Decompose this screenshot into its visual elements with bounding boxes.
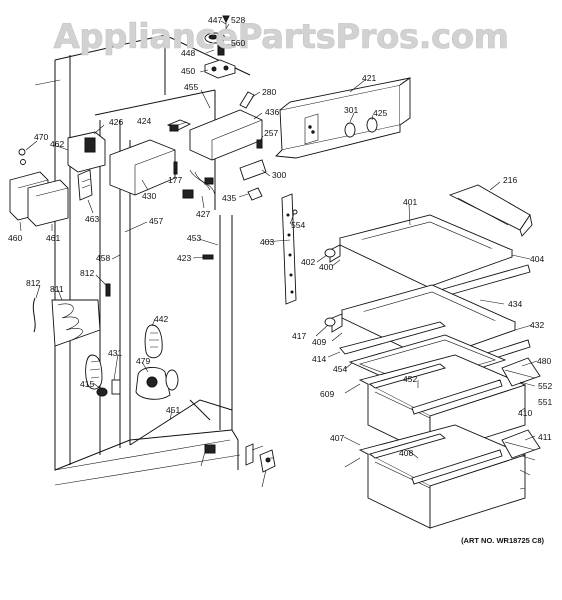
callout: 460 — [8, 233, 22, 243]
callout: 452 — [403, 374, 417, 384]
control-housing-436 — [166, 109, 263, 161]
callout: 435 — [222, 193, 236, 203]
callout: 424 — [137, 116, 151, 126]
callout: 448 — [181, 48, 195, 58]
callout: 408 — [399, 448, 413, 458]
callout: 470 — [34, 132, 48, 142]
shelf-216-bin — [448, 184, 533, 237]
callout: 609 — [320, 389, 334, 399]
callout: 560 — [231, 38, 245, 48]
part-280 — [239, 91, 255, 109]
callout: 423 — [177, 253, 191, 263]
callout: 462 — [50, 139, 64, 149]
callout: 434 — [508, 299, 522, 309]
callout: 458 — [96, 253, 110, 263]
callout: 554 — [291, 220, 305, 230]
callout: 407 — [330, 433, 344, 443]
callout: 528 — [231, 15, 245, 25]
callout: 551 — [538, 397, 552, 407]
callout: 410 — [518, 408, 532, 418]
light-and-fan-parts — [85, 324, 179, 400]
top-hinge-parts — [204, 15, 236, 79]
callout: 812 — [80, 268, 94, 278]
watermark: AppliancePartsPros.com — [53, 17, 508, 57]
callout: 454 — [333, 364, 347, 374]
case-liner — [34, 34, 251, 486]
callout: 402 — [301, 257, 315, 267]
callout: 216 — [503, 175, 517, 185]
callout: 415 — [80, 379, 94, 389]
callout: 436 — [265, 107, 279, 117]
callout: 430 — [142, 191, 156, 201]
callout: 300 — [272, 170, 286, 180]
callout: 811 — [50, 284, 64, 294]
callout: 403 — [260, 237, 274, 247]
callout: 257 — [264, 128, 278, 138]
callout: 411 — [538, 432, 552, 442]
callout: 409 — [312, 337, 326, 347]
callout: 427 — [196, 209, 210, 219]
callout: 480 — [537, 356, 551, 366]
callout: 455 — [184, 82, 198, 92]
callout: 450 — [181, 66, 195, 76]
art-number: (ART NO. WR18725 C8) — [461, 536, 544, 545]
lower-drawer-408 — [358, 424, 541, 529]
callout: 442 — [154, 314, 168, 324]
control-cover-421 — [275, 77, 411, 159]
callout: 451 — [166, 405, 180, 415]
leader-lines — [19, 20, 538, 490]
callout: 461 — [46, 233, 60, 243]
callout: 463 — [85, 214, 99, 224]
callout: 404 — [530, 254, 544, 264]
callout-labels: 447 528 560 448 450 455 280 421 424 436 … — [8, 15, 552, 458]
callout: 280 — [262, 87, 276, 97]
callout: 453 — [187, 233, 201, 243]
callout: 414 — [312, 354, 326, 364]
wiring-parts — [173, 139, 267, 201]
callout: 421 — [362, 73, 376, 83]
heater-811 — [32, 283, 111, 347]
callout: 177 — [168, 175, 182, 185]
callout: 447 — [208, 15, 222, 25]
callout: 417 — [292, 331, 306, 341]
callout: 479 — [136, 356, 150, 366]
callout: 301 — [344, 105, 358, 115]
bottom-hinge-parts — [204, 443, 276, 473]
callout: 426 — [109, 117, 123, 127]
callout: 425 — [373, 108, 387, 118]
callout: 552 — [538, 381, 552, 391]
callout: 431 — [108, 348, 122, 358]
glass-shelf-401-upper — [324, 214, 514, 288]
callout: 401 — [403, 197, 417, 207]
callout: 457 — [149, 216, 163, 226]
parts-460-461 — [9, 171, 69, 227]
left-components — [18, 131, 176, 201]
callout: 432 — [530, 320, 544, 330]
callout: 400 — [319, 262, 333, 272]
rails-and-strips — [202, 193, 298, 305]
callout: 812 — [26, 278, 40, 288]
